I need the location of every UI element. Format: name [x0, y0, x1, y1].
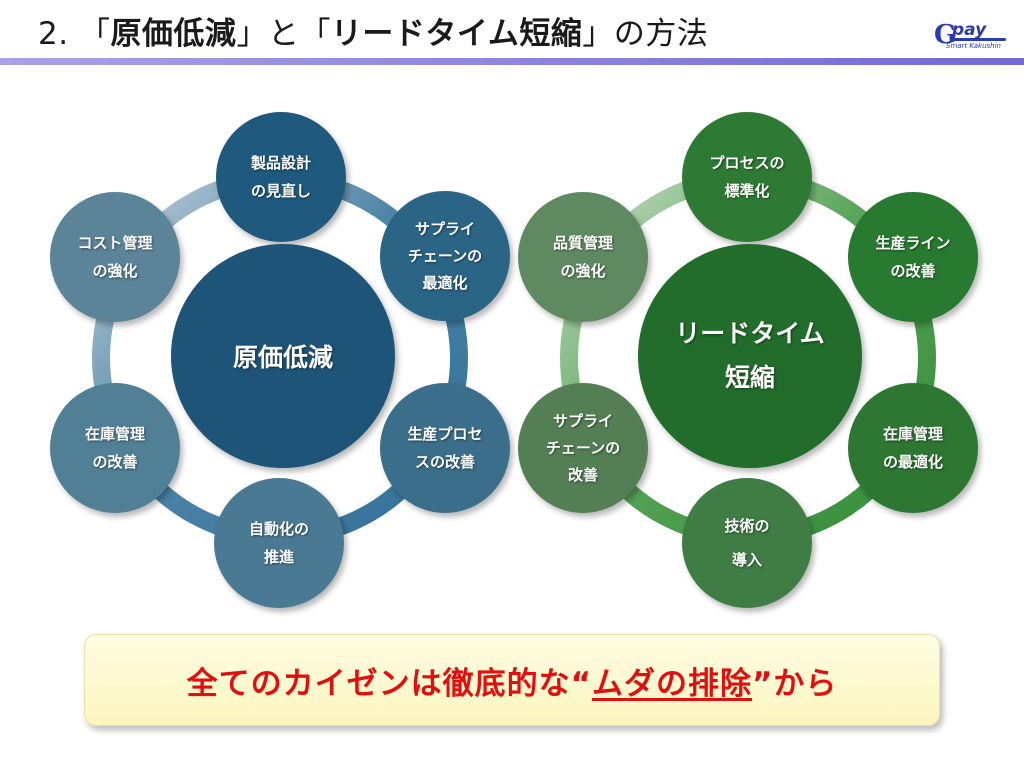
- cost-item-production-process: 生産プロセ スの改善: [380, 383, 510, 513]
- leadtime-item-technology: 技術の 導入: [682, 478, 812, 608]
- item-line: 最適化: [422, 273, 468, 292]
- title-close-bracket-2: 」: [582, 16, 614, 52]
- item-line: サプライ: [552, 411, 613, 430]
- item-line: 導入: [731, 551, 762, 569]
- item-line: 標準化: [724, 182, 770, 200]
- item-line: の強化: [92, 262, 138, 280]
- title-term-lead-time: リードタイム短縮: [330, 16, 583, 52]
- banner-suffix: から: [773, 665, 838, 702]
- slide-title: 2. 「原価低減」と「リードタイム短縮」の方法: [38, 8, 708, 53]
- cost-reduction-hub-label: 原価低減: [232, 343, 333, 372]
- item-line: 在庫管理: [84, 425, 145, 443]
- lead-time-hub-line: リードタイム: [675, 319, 825, 348]
- item-line: 生産プロセ: [407, 425, 483, 443]
- item-line: チェーンの: [407, 246, 483, 265]
- cost-item-product-design: 製品設計 の見直し: [216, 112, 346, 242]
- item-line: スの改善: [414, 453, 475, 471]
- title-number: 2.: [38, 16, 69, 52]
- item-line: チェーンの: [545, 438, 621, 457]
- title-underline-bar: [0, 58, 1024, 65]
- title-open-bracket-1: 「: [78, 16, 111, 52]
- item-line: サプライ: [414, 219, 475, 238]
- banner-open-quote: “: [570, 665, 592, 702]
- logo-swoosh-icon: [950, 38, 1006, 41]
- leadtime-item-production-line: 生産ライン の改善: [848, 192, 978, 322]
- leadtime-item-quality: 品質管理 の強化: [518, 192, 648, 322]
- title-open-bracket-2: 「: [299, 16, 331, 52]
- item-line: 在庫管理: [882, 425, 943, 443]
- item-line: の最適化: [882, 453, 943, 471]
- cost-reduction-hub: 原価低減: [171, 244, 395, 468]
- title-term-cost-reduction: 原価低減: [110, 16, 237, 52]
- logo-tagline: Smart Kakushin: [946, 42, 1001, 50]
- key-message-banner: 全てのカイゼンは徹底的な“ムダの排除”から: [84, 634, 940, 726]
- item-line: 生産ライン: [875, 234, 951, 252]
- item-line: 推進: [263, 548, 294, 566]
- lead-time-hub-line: 短縮: [724, 363, 775, 392]
- leadtime-item-standardization: プロセスの 標準化: [682, 112, 812, 242]
- item-line: の見直し: [250, 182, 311, 200]
- item-line: プロセスの: [709, 154, 785, 172]
- leadtime-item-inventory: 在庫管理 の最適化: [848, 383, 978, 513]
- key-message-text: 全てのカイゼンは徹底的な“ムダの排除”から: [187, 658, 838, 703]
- item-line: 自動化の: [248, 520, 309, 538]
- item-line: 改善: [567, 465, 598, 484]
- item-line: 製品設計: [250, 154, 311, 172]
- banner-prefix: 全てのカイゼンは徹底的な: [186, 665, 571, 702]
- slide-header: 2. 「原価低減」と「リードタイム短縮」の方法 G pay Smart Kaku…: [0, 0, 1024, 66]
- item-line: の強化: [560, 262, 606, 280]
- cost-item-supply-chain: サプライ チェーンの 最適化: [380, 191, 510, 321]
- title-conjunction: と: [267, 16, 300, 52]
- company-logo: G pay Smart Kakushin: [934, 18, 1016, 56]
- item-line: 技術の: [724, 517, 770, 535]
- item-line: 品質管理: [552, 234, 613, 252]
- cost-item-inventory: 在庫管理 の改善: [50, 383, 180, 513]
- leadtime-item-supply-chain: サプライ チェーンの 改善: [518, 383, 648, 513]
- banner-close-quote: ”: [752, 665, 774, 702]
- item-line: の改善: [890, 262, 936, 280]
- banner-emphasis: ムダの排除: [592, 665, 752, 702]
- logo-mark: G: [934, 20, 957, 50]
- cost-item-automation: 自動化の 推進: [214, 478, 344, 608]
- logo-word: pay: [952, 20, 987, 40]
- title-close-bracket-1: 」: [236, 16, 268, 52]
- cost-item-cost-management: コスト管理 の強化: [50, 192, 180, 322]
- title-suffix: の方法: [613, 16, 709, 52]
- item-line: コスト管理: [77, 234, 153, 252]
- lead-time-hub: リードタイム 短縮: [638, 244, 862, 468]
- item-line: の改善: [92, 453, 138, 471]
